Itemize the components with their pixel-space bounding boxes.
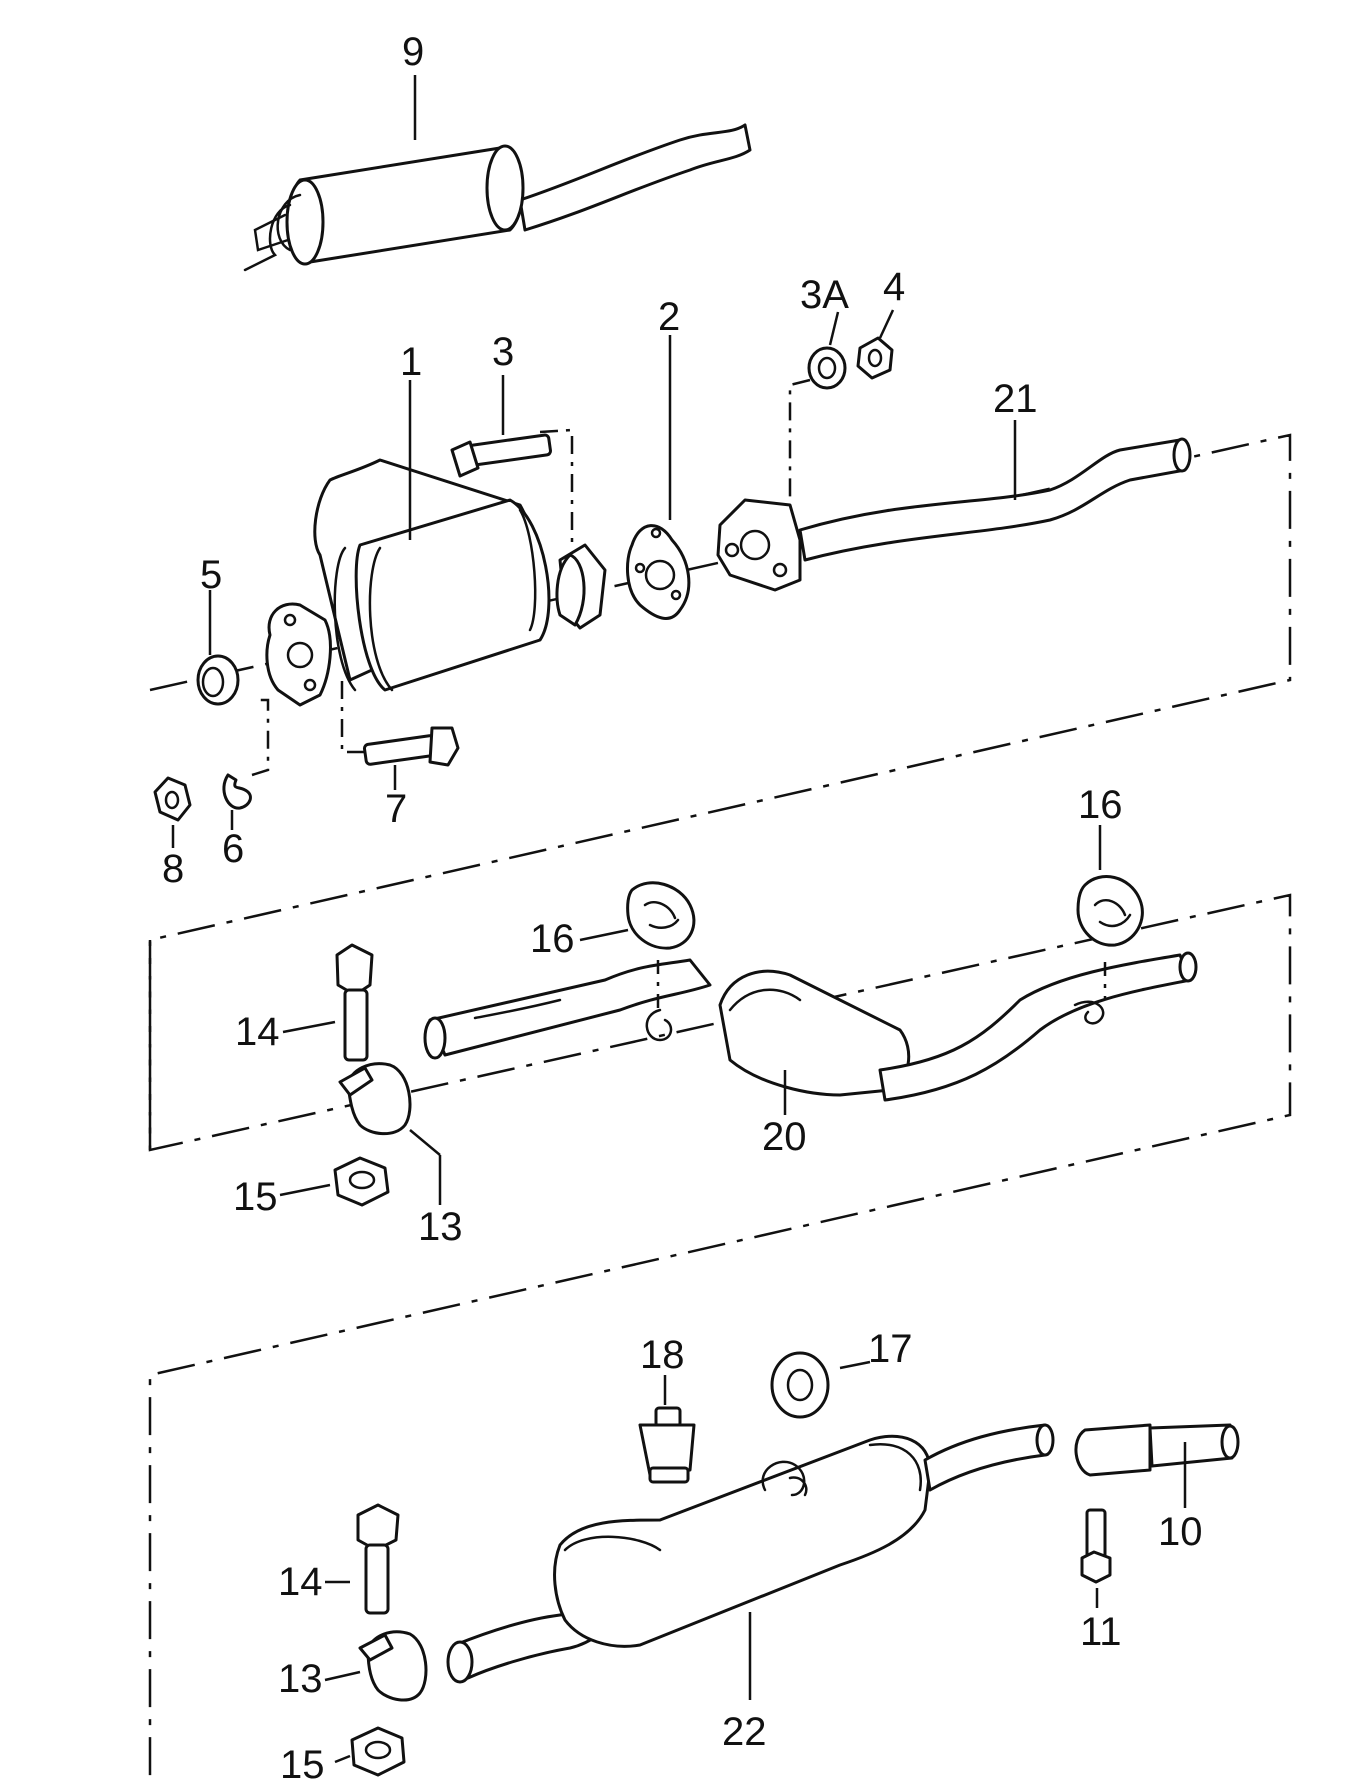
- callout-15-upper: 15: [233, 1175, 278, 1219]
- callout-13-upper: 13: [418, 1205, 463, 1249]
- part-16-hanger-left: [626, 881, 696, 950]
- callout-21: 21: [993, 377, 1038, 421]
- part-15-nut-upper: [333, 1156, 390, 1207]
- part-10-tailpipe: [1074, 1423, 1240, 1477]
- part-11-bolt: [1080, 1508, 1112, 1584]
- part-3a-washer: [788, 346, 847, 500]
- callout-9: 9: [402, 30, 424, 74]
- part-14-bolt-upper: [335, 943, 374, 1062]
- callout-20: 20: [762, 1115, 807, 1159]
- callout-14-lower: 14: [278, 1560, 323, 1604]
- part-13-clamp-lower: [358, 1630, 428, 1702]
- callout-numbers: 9 1 3 2 3A 4 21 5 6 7 8 16 16 14 20 15 1…: [162, 30, 1203, 1784]
- part-18-plug: [638, 1406, 696, 1484]
- part-21-front-pipe: [716, 437, 1192, 592]
- callout-22: 22: [722, 1710, 767, 1754]
- part-14-bolt-lower: [356, 1503, 400, 1615]
- part-15-nut-lower: [350, 1726, 406, 1777]
- callout-8: 8: [162, 847, 184, 891]
- callout-16-right: 16: [1078, 783, 1123, 827]
- callout-15-lower: 15: [280, 1743, 325, 1784]
- part-5-ring: [196, 654, 240, 706]
- callout-17: 17: [868, 1327, 913, 1371]
- callout-3: 3: [492, 330, 514, 374]
- callout-14-upper: 14: [235, 1010, 280, 1054]
- part-20-center-silencer: [423, 951, 1198, 1102]
- callout-18: 18: [640, 1333, 685, 1377]
- part-6-lock-washer: [222, 698, 270, 810]
- callout-2: 2: [658, 295, 680, 339]
- part-17-grommet: [770, 1351, 830, 1419]
- callout-3a: 3A: [800, 273, 849, 317]
- leader-lines: [171, 75, 1187, 1764]
- callout-1: 1: [400, 340, 422, 384]
- part-1-catalytic-converter: [265, 458, 607, 707]
- callout-6: 6: [222, 827, 244, 871]
- part-13-clamp-upper: [338, 1062, 412, 1136]
- callout-4: 4: [883, 265, 905, 309]
- callout-10: 10: [1158, 1510, 1203, 1554]
- part-2-gasket: [626, 524, 691, 620]
- part-9-front-silencer: [243, 123, 752, 272]
- part-4-nut: [856, 336, 894, 380]
- callout-11: 11: [1080, 1610, 1122, 1654]
- callout-5: 5: [200, 553, 222, 597]
- callout-16-left: 16: [530, 917, 575, 961]
- part-8-nut: [153, 776, 192, 822]
- section-frames: [148, 433, 1292, 1778]
- callout-13-lower: 13: [278, 1657, 323, 1701]
- part-7-bolt: [340, 680, 460, 767]
- part-3-bolt: [450, 428, 574, 545]
- callout-7: 7: [385, 787, 407, 831]
- part-16-hanger-right: [1076, 875, 1144, 947]
- part-22-rear-silencer: [446, 1423, 1055, 1684]
